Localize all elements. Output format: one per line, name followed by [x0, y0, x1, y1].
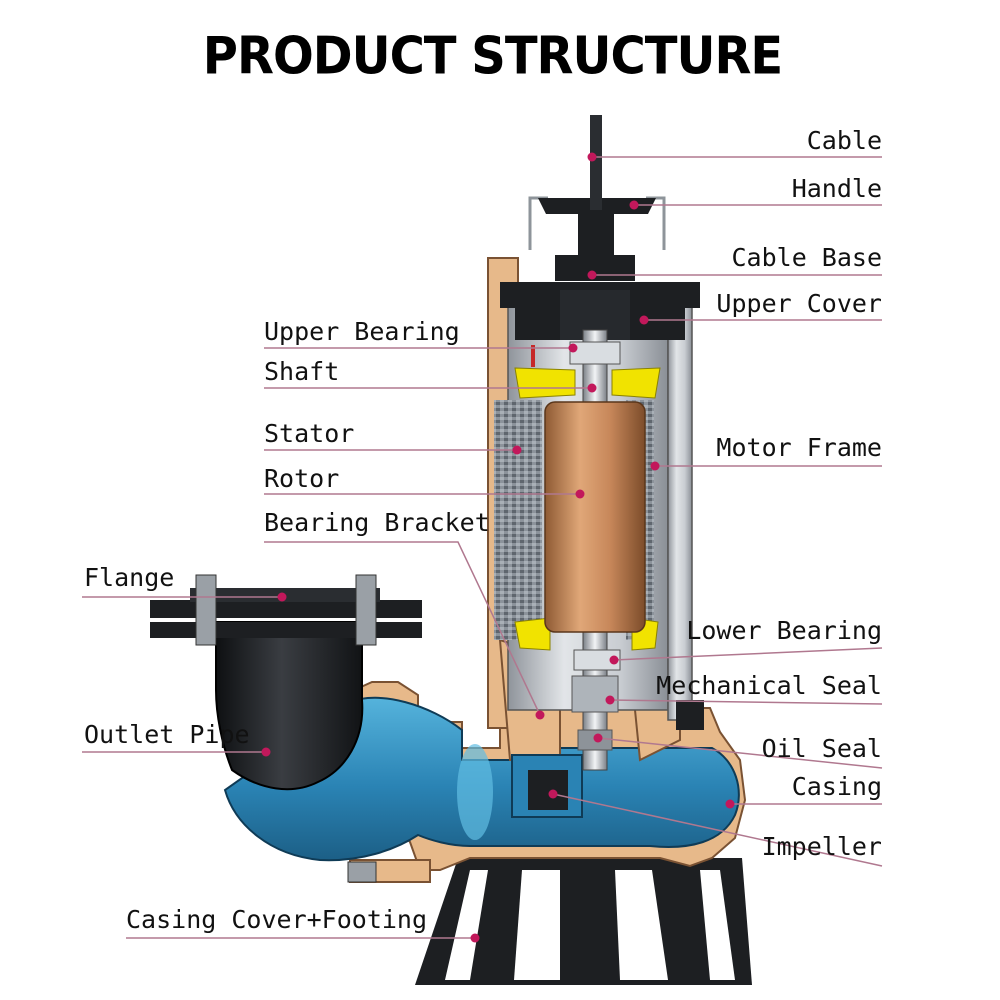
- label-upper-cover: Upper Cover: [716, 289, 882, 318]
- handle-assembly: [528, 115, 666, 258]
- stator-left: [494, 400, 542, 640]
- rotor: [544, 401, 646, 633]
- label-bearing-bracket: Bearing Bracket: [264, 508, 490, 537]
- label-handle: Handle: [791, 174, 882, 203]
- upper-cover: [500, 255, 700, 340]
- footing: [415, 858, 752, 985]
- label-cable: Cable: [806, 126, 882, 155]
- label-oil-seal: Oil Seal: [761, 734, 882, 763]
- leader-dots: [261, 152, 735, 943]
- page-title: PRODUCT STRUCTURE: [202, 25, 783, 87]
- label-outlet-pipe: Outlet Pipe: [84, 720, 250, 749]
- label-rotor: Rotor: [264, 464, 340, 493]
- label-upper-bearing: Upper Bearing: [264, 317, 460, 346]
- label-shaft: Shaft: [264, 357, 340, 386]
- label-motor-frame: Motor Frame: [716, 433, 882, 462]
- label-casing-cover-footing: Casing Cover+Footing: [126, 905, 428, 934]
- label-cable-base: Cable Base: [731, 243, 882, 272]
- label-lower-bearing: Lower Bearing: [686, 616, 882, 645]
- outlet-pipe: [215, 621, 364, 791]
- label-impeller: Impeller: [761, 832, 882, 861]
- label-casing: Casing: [791, 772, 882, 801]
- leader-lines: [82, 156, 883, 939]
- label-mechanical-seal: Mechanical Seal: [656, 671, 882, 700]
- label-flange: Flange: [84, 563, 175, 592]
- label-stator: Stator: [264, 419, 355, 448]
